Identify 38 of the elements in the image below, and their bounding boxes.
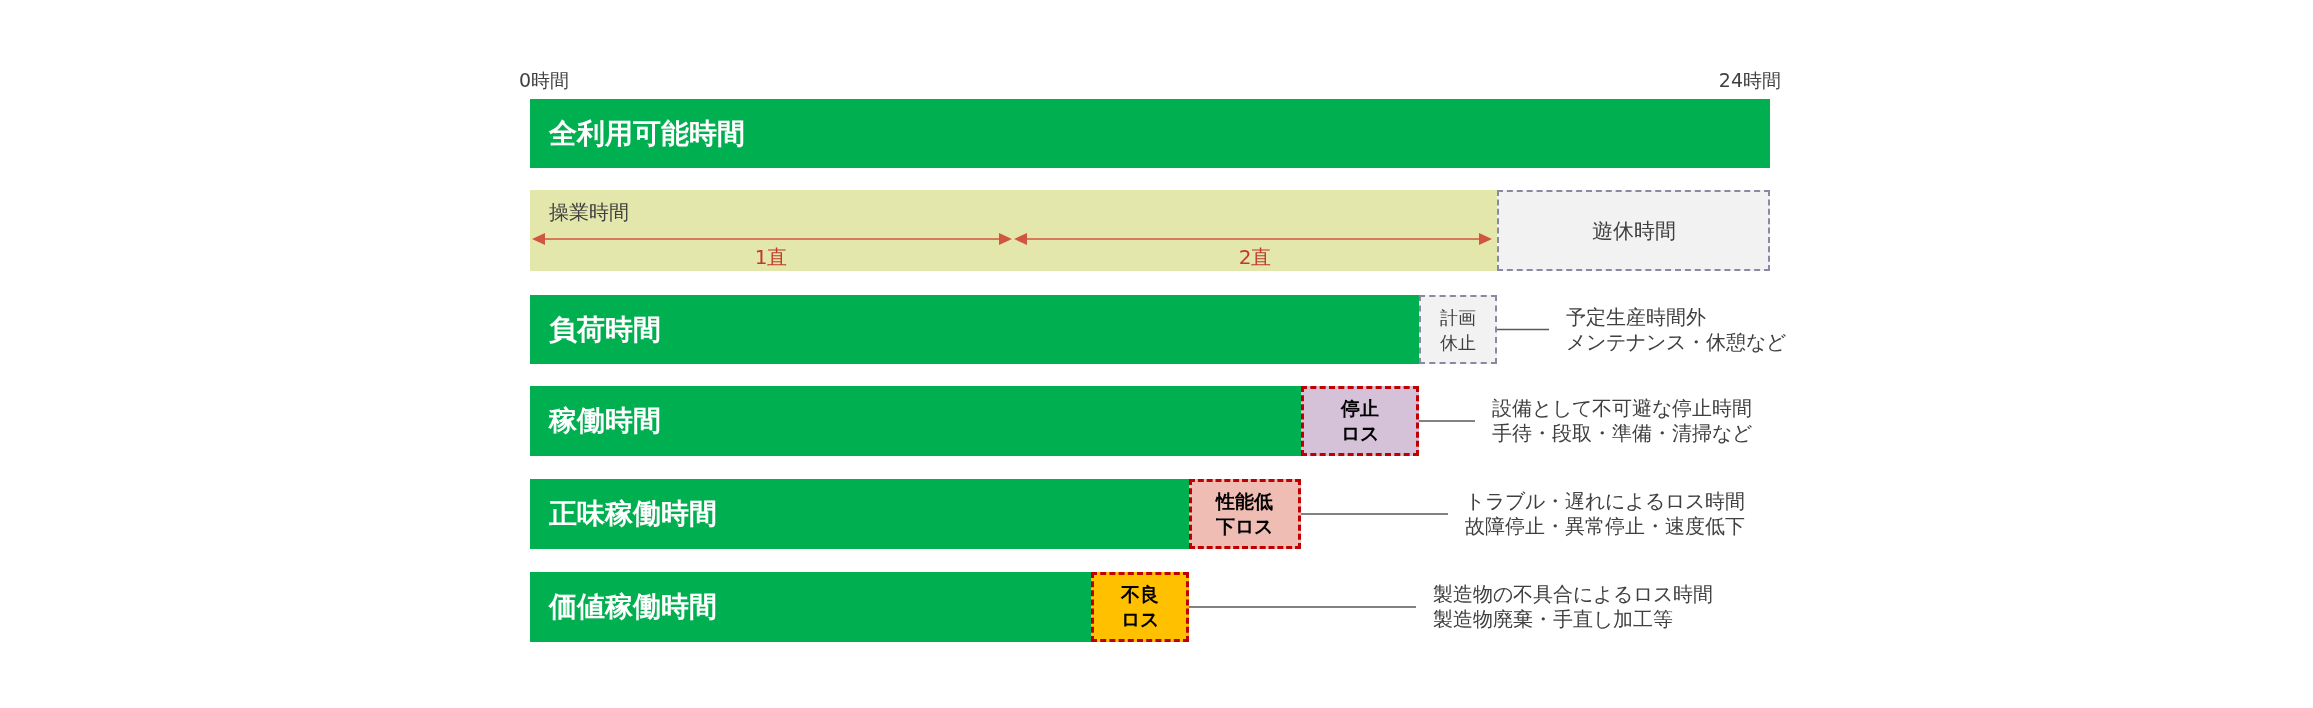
note-text: 予定生産時間外 [1566,304,1706,330]
bar-title: 価値稼働時間 [549,590,717,624]
note-text: 故障停止・異常停止・速度低下 [1465,514,1745,539]
segment-label: 停止ロス [1340,396,1380,446]
band-label: 操業時間 [549,199,629,225]
time-bar [530,572,1091,642]
note-text: 製造物廃棄・手直し加工等 [1433,607,1673,632]
bar-title: 正味稼働時間 [549,497,717,531]
dimension-label: 1直 [754,244,788,270]
loss-box [1301,386,1419,456]
segment-label: 不良ロス [1120,582,1160,632]
note-text: 製造物の不具合によるロス時間 [1433,582,1713,607]
axis-label: 24時間 [1718,68,1781,93]
segment-label: 計画休止 [1439,305,1477,355]
leader-line [1300,513,1449,515]
note-text: メンテナンス・休憩など [1566,329,1786,355]
time-bar [530,479,1189,549]
loss-box [1189,479,1301,549]
time-bar [530,295,1419,364]
note-text: 手待・段取・準備・清掃など [1492,421,1752,446]
segment-label: 性能低下ロス [1215,489,1275,539]
note-text: 設備として不可避な停止時間 [1492,396,1752,421]
leader-line [1188,606,1417,608]
time-bar [530,386,1301,456]
loss-box [1091,572,1189,642]
leader-line [1418,420,1476,422]
segment-label: 遊休時間 [1591,217,1676,245]
bar-title: 全利用可能時間 [549,116,745,151]
note-text: トラブル・遅れによるロス時間 [1465,489,1745,514]
idle-time-box [1497,190,1770,271]
leader-line [1496,328,1550,331]
planned-stop-box [1419,295,1497,364]
time-bar [530,99,1770,168]
axis-label: 0時間 [519,68,570,93]
dimension-label: 2直 [1238,244,1272,270]
bar-title: 負荷時間 [549,312,661,347]
operating-time-band [530,190,1497,271]
bar-title: 稼働時間 [549,404,661,438]
